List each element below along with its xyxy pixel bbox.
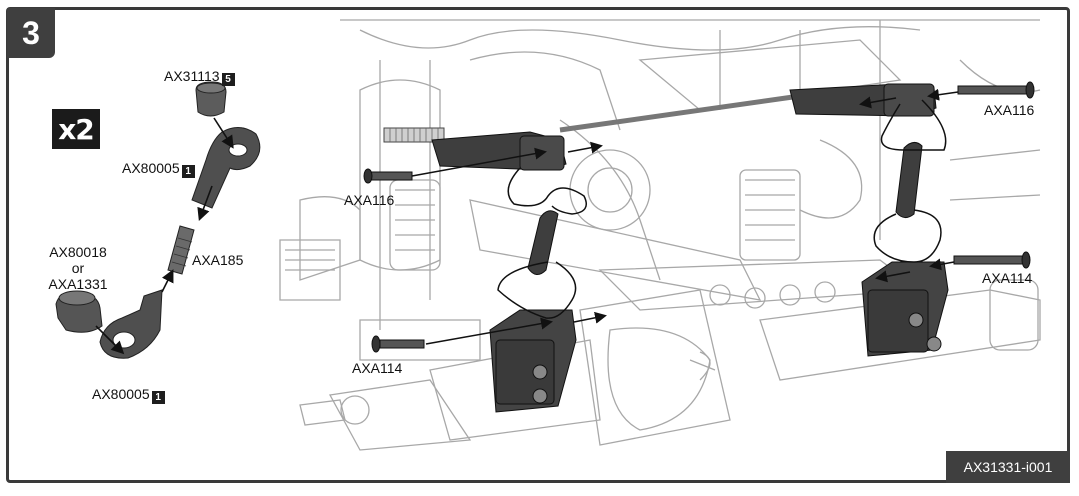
step-number-badge: 3 (7, 8, 55, 58)
lower-mount-parts (489, 261, 949, 413)
rod-end-ax80005-top (191, 127, 261, 209)
link-assembly-detail (55, 81, 261, 359)
figure-code-label: AX31331-i001 (946, 451, 1070, 483)
part-label-axa114-right: AXA114 (982, 270, 1033, 286)
sway-links (527, 142, 923, 275)
part-label-axa116-left: AXA116 (344, 192, 395, 208)
part-label-axa185: AXA185 (192, 252, 244, 268)
part-label-axa114-left: AXA114 (352, 360, 403, 376)
part-label-axa116-right: AXA116 (984, 102, 1035, 118)
quantity-badge: x2 (52, 109, 100, 149)
bag-number-badge: 5 (221, 73, 235, 86)
screws (363, 81, 1035, 353)
threaded-rod-axa185 (167, 225, 195, 275)
assembly-arrows (411, 88, 959, 345)
part-label-ax80018: AX80018 or AXA1331 (48, 244, 108, 292)
rod-end-ax80005-bottom (99, 289, 163, 359)
bag-number-badge: 1 (181, 165, 195, 178)
bag-number-badge: 1 (151, 391, 165, 404)
upper-link-parts (383, 83, 937, 171)
